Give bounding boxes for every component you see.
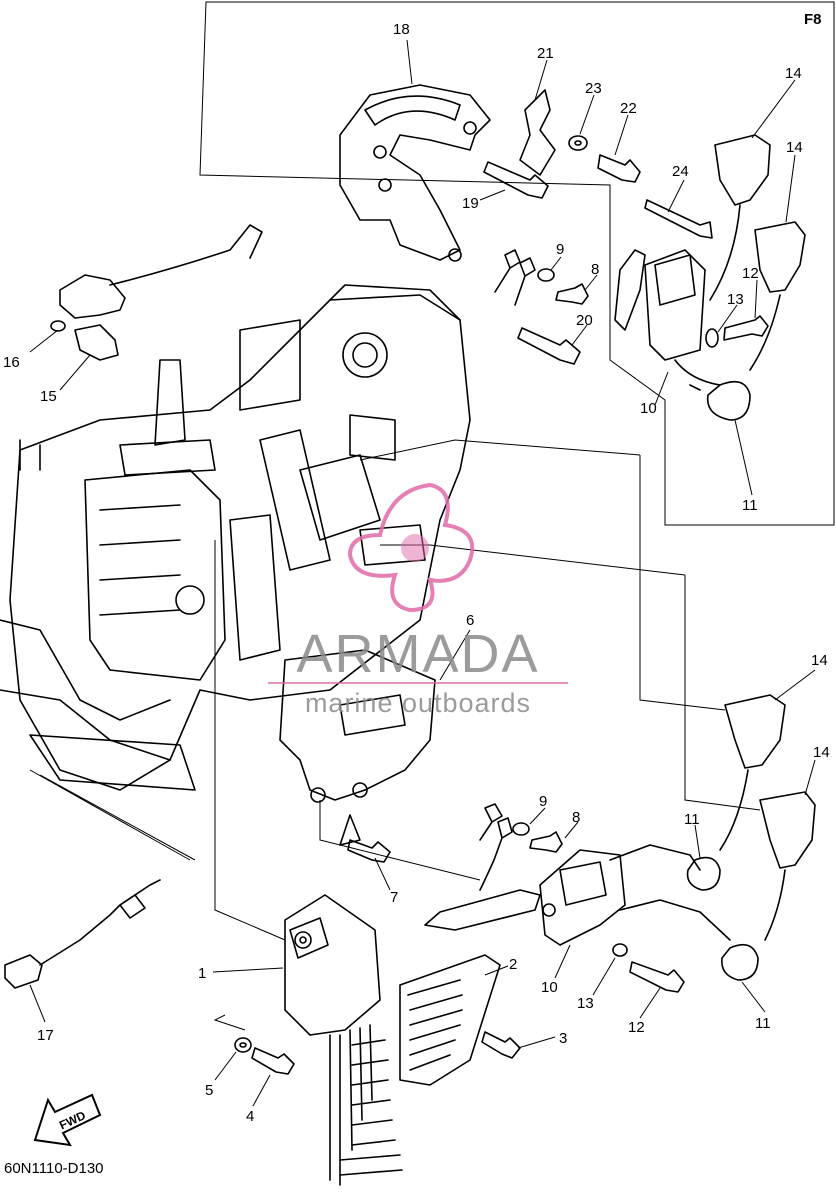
callout-1: 1 [198,965,206,982]
clip-part-21 [519,89,556,176]
callout-17: 17 [37,1027,54,1044]
plug-cap-upper-part-14a [709,134,771,301]
cdi-unit-part-1 [284,894,403,1186]
callout-labels: 18 21 23 22 14 14 24 19 9 8 12 13 20 10 … [3,21,830,1125]
bracket-part-18 [339,84,491,262]
callout-10: 10 [541,979,558,996]
callout-11: 11 [742,497,758,514]
callout-3: 3 [559,1030,567,1047]
callout-8: 8 [572,809,580,826]
callout-18: 18 [393,21,410,38]
callout-2: 2 [509,956,517,973]
callout-7: 7 [390,889,398,906]
callout-13: 13 [727,291,744,308]
callout-9: 9 [556,241,564,258]
engine-block [0,284,471,791]
callout-15: 15 [40,388,57,405]
screw-upper-part-8 [555,283,589,305]
bolt-lower-part-12 [629,961,685,993]
inset-frame [199,1,835,526]
callout-14: 14 [786,139,803,156]
leader-lines [29,39,816,1107]
watermark-logo-icon [347,482,475,613]
callout-12: 12 [742,265,759,282]
callout-21: 21 [537,45,554,62]
wire-terminals-lower [479,803,513,891]
screw-lower-part-8 [529,831,563,853]
plug-cap-upper-part-14b [749,221,806,371]
fwd-arrow-icon: FWD [33,1093,102,1147]
callout-11: 11 [755,1015,771,1032]
washer-lower-part-9 [512,822,530,836]
screw-part-3 [481,1031,521,1059]
bolt-part-22 [597,154,641,183]
callout-4: 4 [246,1108,254,1125]
rubber-boot-upper-part-11 [689,380,751,421]
corner-code: F8 [804,11,822,28]
watermark-brand: ARMADA [296,624,539,684]
callout-24: 24 [672,163,689,180]
callout-16: 16 [3,354,20,371]
washer-lower-part-13 [612,943,628,957]
bolt-upper-part-20 [517,327,581,365]
rubber-boot-lower-part-11c [721,943,759,981]
callout-6: 6 [466,612,474,629]
callout-19: 19 [462,195,479,212]
plug-cap-lower-part-14d [759,791,816,941]
watermark-tagline: marine outboards [305,688,531,718]
callout-12: 12 [628,1019,645,1036]
callout-10: 10 [640,400,657,417]
plug-cap-lower-part-14c [719,694,786,851]
bolt-part-19 [483,161,549,199]
washer-upper-part-9 [537,268,555,282]
switch-part-15 [74,324,119,361]
callout-23: 23 [585,80,602,97]
washer-upper-part-13 [705,328,719,348]
sensor-lead-part-16 [50,224,263,332]
washer-part-23 [568,135,588,151]
callout-8: 8 [591,261,599,278]
callout-14: 14 [813,744,830,761]
ignition-coil-lower-part-10 [424,844,731,946]
callout-14: 14 [811,652,828,669]
ignition-coil-upper-part-10 [614,249,721,386]
callout-5: 5 [205,1082,213,1099]
drawing-code: 60N1110-D130 [4,1160,104,1177]
cable-tie-part-24 [644,199,713,239]
callout-22: 22 [620,100,637,117]
screw-part-7 [347,839,391,863]
callout-9: 9 [539,793,547,810]
callout-20: 20 [576,312,593,329]
sensor-part-17 [4,879,161,989]
callout-13: 13 [577,995,594,1012]
callout-14: 14 [785,65,802,82]
wire-terminals-upper [494,249,536,306]
rectifier-part-2 [399,954,501,1086]
bolt-upper-part-12 [723,315,769,341]
callout-11: 11 [684,811,700,828]
washer-part-5 [234,1037,252,1053]
rubber-boot-lower-part-11b [686,856,721,891]
bolt-part-4 [251,1047,295,1075]
